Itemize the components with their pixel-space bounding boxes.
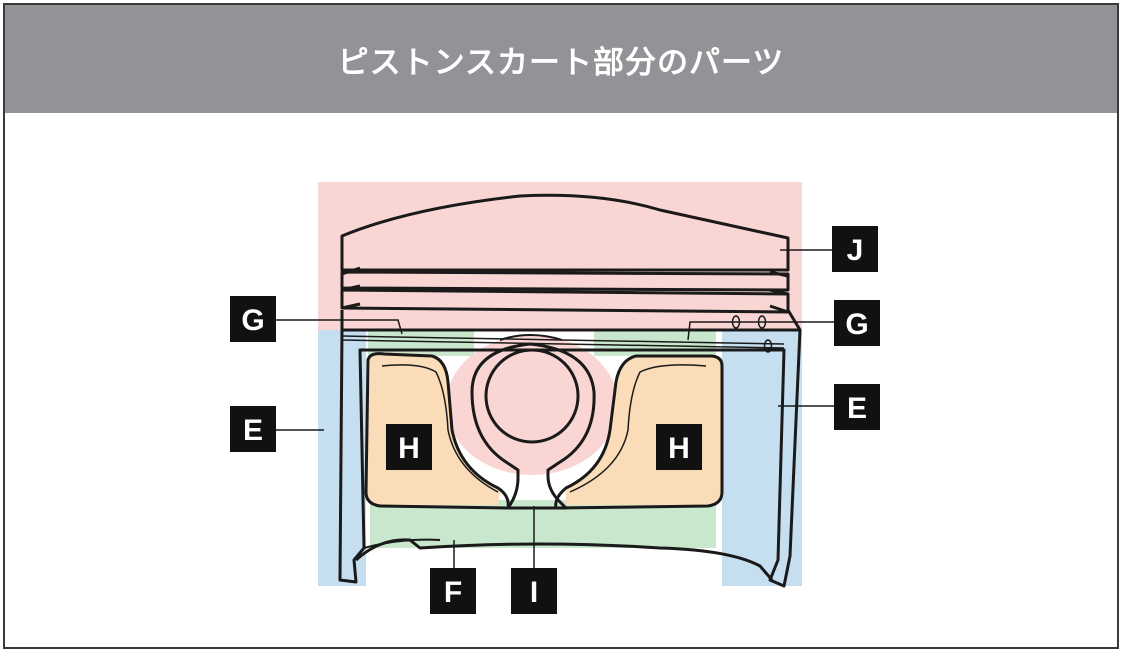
label-h-left: H <box>386 424 432 470</box>
label-h-left-text: H <box>398 432 420 465</box>
label-g-right-text: G <box>845 308 868 341</box>
label-j: J <box>832 226 878 272</box>
label-h-right-text: H <box>668 432 690 465</box>
header-bar: ピストンスカート部分のパーツ <box>5 5 1117 113</box>
label-e-right-text: E <box>847 392 867 425</box>
label-e-right: E <box>834 384 880 430</box>
page-title: ピストンスカート部分のパーツ <box>337 44 785 81</box>
label-f-text: F <box>444 576 462 609</box>
zone-f-skirt <box>370 500 716 548</box>
zone-e-right <box>722 330 802 586</box>
label-g-left-text: G <box>241 304 264 337</box>
zone-g-left <box>368 330 474 356</box>
label-g-right: G <box>834 300 880 346</box>
zone-i-boss <box>446 335 618 475</box>
label-i: I <box>511 568 557 614</box>
label-i-text: I <box>530 576 538 609</box>
pin-boss-outline <box>364 334 724 510</box>
label-e-left: E <box>230 406 276 452</box>
label-f: F <box>430 568 476 614</box>
piston-skirt-outline <box>338 309 802 588</box>
leader-lines <box>276 249 834 568</box>
label-h-right: H <box>656 424 702 470</box>
label-e-left-text: E <box>243 414 263 447</box>
label-j-text: J <box>847 234 864 267</box>
label-g-left: G <box>230 296 276 342</box>
